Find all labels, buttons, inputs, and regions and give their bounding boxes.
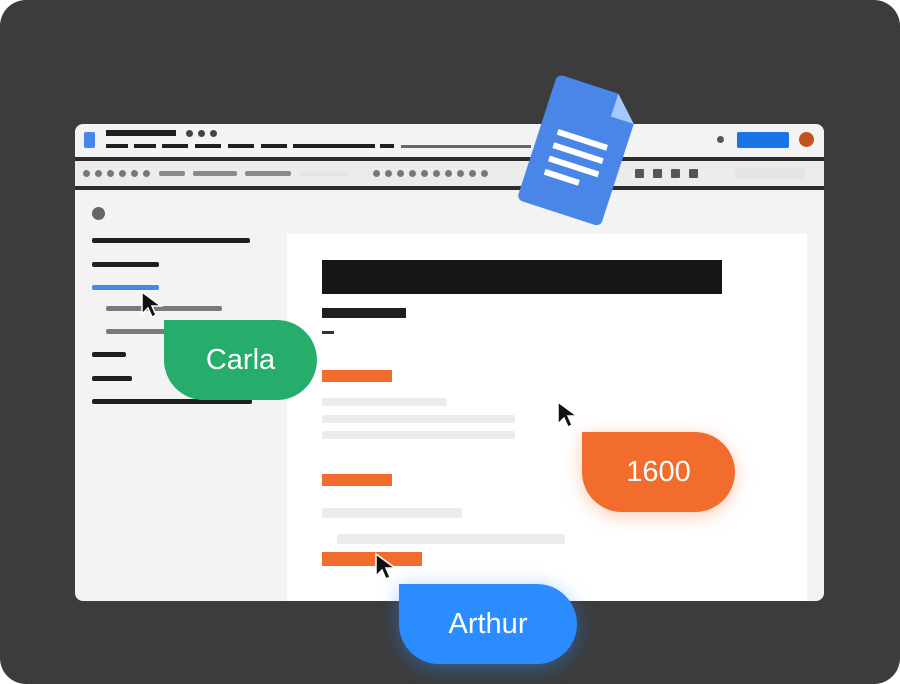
document-subtitle [322,308,406,318]
text-line [322,415,515,423]
share-button[interactable] [737,132,789,148]
collaborator-name: Carla [205,343,276,376]
redo-icon[interactable] [107,170,114,177]
toolbar-bottom-border [75,186,824,190]
highlight-icon[interactable] [421,170,428,177]
bold-icon[interactable] [373,170,380,177]
document-page[interactable] [287,234,807,601]
toolbar-top-border [75,157,824,161]
text-line [322,398,447,406]
outline-item[interactable] [92,376,132,381]
outline-item[interactable] [92,399,252,404]
menu-item[interactable] [134,144,156,148]
last-edit-text [401,145,531,148]
underline-icon[interactable] [397,170,404,177]
document-editor-window [75,124,824,601]
checklist-icon[interactable] [635,169,644,178]
text-line [337,534,565,544]
indent-icon[interactable] [689,169,698,178]
line-spacing-icon[interactable] [481,170,488,177]
document-subtitle-mark [322,331,334,334]
menu-item[interactable] [261,144,287,148]
section-heading [322,552,422,566]
text-line [322,508,462,518]
star-icon[interactable] [186,130,193,137]
menu-item[interactable] [228,144,254,148]
comment-icon[interactable] [717,136,724,143]
collaborator-name: 1600 [626,455,691,488]
zoom-select[interactable] [159,171,185,176]
link-icon[interactable] [433,170,440,177]
section-heading [322,474,392,486]
cursor-icon [557,400,580,428]
toolbar [75,161,824,186]
outline-toggle-icon[interactable] [92,207,105,220]
text-line [322,431,515,439]
search-menus-icon[interactable] [83,170,90,177]
collaborator-label-carla: Carla [164,320,317,400]
comment-add-icon[interactable] [445,170,452,177]
outline-item-active[interactable] [92,285,159,290]
outline-subitem[interactable] [106,329,166,334]
document-heading [322,260,722,294]
print-icon[interactable] [119,170,126,177]
outline-item[interactable] [92,238,250,243]
align-icon[interactable] [469,170,476,177]
italic-icon[interactable] [385,170,392,177]
outline-item[interactable] [92,262,159,267]
editing-mode-select[interactable] [735,168,805,179]
menu-item[interactable] [106,144,128,148]
numbered-list-icon[interactable] [671,169,680,178]
outline-subitem[interactable] [106,306,222,311]
docs-small-icon [84,132,95,148]
font-select[interactable] [245,171,291,176]
cursor-icon [375,552,398,580]
collaborator-name: Arthur [448,607,528,640]
menu-item[interactable] [195,144,221,148]
folder-icon[interactable] [198,130,205,137]
docs-icon [518,75,634,226]
paint-format-icon[interactable] [143,170,150,177]
avatar[interactable] [799,132,814,147]
bulleted-list-icon[interactable] [653,169,662,178]
image-icon[interactable] [457,170,464,177]
collaborator-label-1600: 1600 [582,432,735,512]
cloud-icon[interactable] [210,130,217,137]
text-color-icon[interactable] [409,170,416,177]
collaborator-label-arthur: Arthur [399,584,577,664]
style-select[interactable] [193,171,237,176]
undo-icon[interactable] [95,170,102,177]
outline-item[interactable] [92,352,126,357]
menu-item[interactable] [162,144,188,148]
document-title [106,130,176,136]
section-heading [322,370,392,382]
spellcheck-icon[interactable] [131,170,138,177]
font-size-input[interactable] [299,171,349,176]
cursor-icon [141,290,164,318]
menu-item[interactable] [380,144,394,148]
menu-item[interactable] [293,144,375,148]
